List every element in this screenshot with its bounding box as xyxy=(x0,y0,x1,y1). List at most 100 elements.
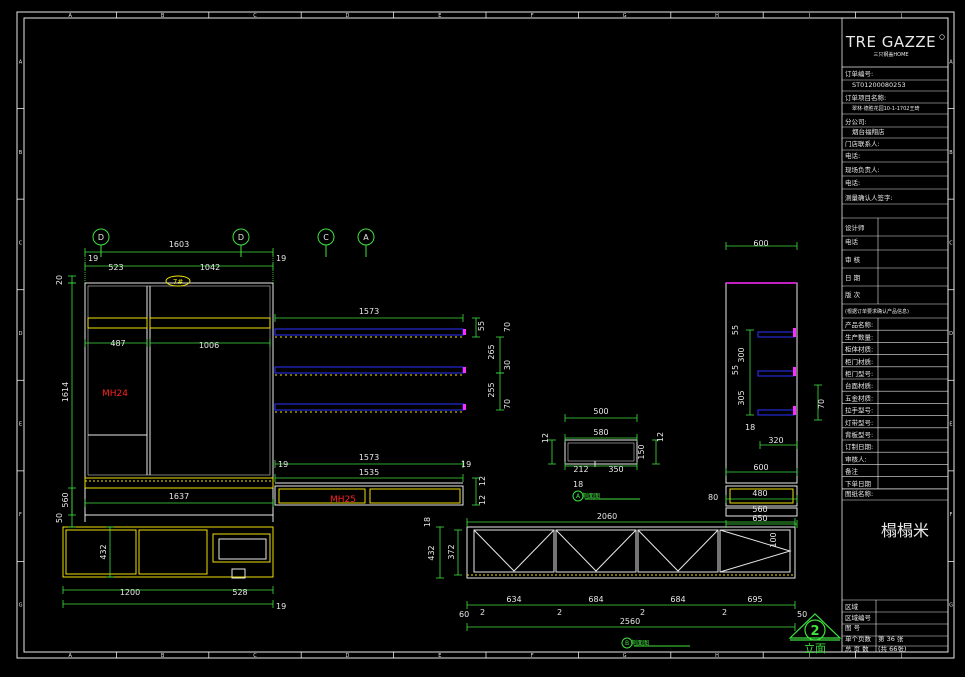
tb-field-label: 备注 xyxy=(845,467,859,476)
tb-field-label: 拉手型号: xyxy=(845,406,873,415)
tb-note-label: (根据订单要求确认产品信息) xyxy=(845,308,909,315)
tb-field-label: 产品名称: xyxy=(845,320,873,329)
tb-field-label: 审核人: xyxy=(845,454,867,463)
tb-project: 翠林·德胜花园10-1-1702王琦 xyxy=(852,105,919,112)
dim-right-55b: 55 xyxy=(731,365,740,375)
frame-letter-bottom: F xyxy=(531,653,534,659)
frame-letter-left: F xyxy=(19,512,22,518)
dim-desk-inner: 1535 xyxy=(359,468,379,477)
frame-letter-left: G xyxy=(19,603,23,609)
title-block xyxy=(841,17,949,653)
frame-letter-right: C xyxy=(949,240,953,246)
tb-phone-label: 电话 xyxy=(845,237,859,246)
tb-store-contact-label: 门店联系人: xyxy=(845,139,880,148)
frame-letter-top: G xyxy=(623,13,627,19)
tb-sheet-label: 单个页数 xyxy=(845,634,872,643)
dim-h50: 50 xyxy=(55,513,64,523)
dim-shelf-30: 30 xyxy=(503,360,512,370)
dim-total-height: 1614 xyxy=(61,382,70,402)
section-a-caption: A 侧面图 xyxy=(572,490,640,502)
frame-letter-left: A xyxy=(19,59,23,65)
tb-area-label: 区域 xyxy=(845,602,859,611)
dim-shelf-70: 70 xyxy=(503,322,512,332)
section-b-caption: B 侧面图 xyxy=(621,637,690,649)
elevation-badge[interactable]: 2 立面 xyxy=(788,613,842,655)
marker-c[interactable]: C xyxy=(317,228,335,257)
frame-letter-bottom: C xyxy=(253,653,257,659)
tb-tel1-label: 电话: xyxy=(845,151,860,160)
dim-shelf-width: 1573 xyxy=(359,307,379,316)
dim-shelf-width-2: 1573 xyxy=(359,453,379,462)
dim-sa-350: 350 xyxy=(608,465,623,474)
frame-letter-left: B xyxy=(19,150,23,156)
title-block-texts: 订单编号: ST01200080253 订单项目名称: 翠林·德胜花园10-1-… xyxy=(845,69,919,315)
dim-lower-total: 1637 xyxy=(169,492,189,501)
dim-bed-width: 1200 xyxy=(120,588,140,597)
section-a-view xyxy=(564,439,638,467)
svg-text:2: 2 xyxy=(810,624,819,639)
dim-sa-580: 580 xyxy=(593,428,608,437)
dim-sa-212: 212 xyxy=(573,465,588,474)
marker-d1[interactable]: D xyxy=(92,228,110,257)
tb-version-label: 版 次 xyxy=(845,290,861,299)
dim-seg-1: 634 xyxy=(506,595,521,604)
dim-seg-3: 684 xyxy=(670,595,685,604)
brand-logo-text: TRE GAZZE xyxy=(845,33,936,51)
tb-designer-label: 设计师 xyxy=(845,223,865,232)
dim-step-width: 528 xyxy=(232,588,247,597)
tb-field-label: 下单日期 xyxy=(845,479,872,488)
svg-text:A 侧面图: A 侧面图 xyxy=(576,492,600,500)
desk-drawer-unit xyxy=(274,482,464,506)
dim-left-width: 523 xyxy=(108,263,123,272)
tb-store: 烟台福翔店 xyxy=(852,127,885,136)
tb-field-label: 灯带型号: xyxy=(845,418,873,427)
tb-field-label: 台面材质: xyxy=(845,381,873,390)
dimension-lines xyxy=(62,242,822,631)
dim-right-80: 80 xyxy=(708,493,718,502)
frame-letter-top: C xyxy=(253,13,257,19)
dim-h560: 560 xyxy=(61,492,70,507)
dim-inner-right: 1006 xyxy=(199,341,219,350)
svg-text:A: A xyxy=(363,233,369,242)
marker-a[interactable]: A xyxy=(357,228,375,257)
dim-gap-2b: 2 xyxy=(557,608,562,617)
dim-h372: 372 xyxy=(447,544,456,559)
frame-letter-left: D xyxy=(19,331,23,337)
vertical-dimension-texts: 1614 20 560 50 432 55 70 265 30 255 70 1… xyxy=(55,275,826,561)
module-label-mh25[interactable]: MH25 xyxy=(330,495,356,505)
frame-letter-bottom: J xyxy=(900,653,902,659)
frame-letter-top: A xyxy=(68,13,72,19)
dim-foot: 19 xyxy=(276,602,286,611)
tb-review-label: 审 核 xyxy=(845,255,861,264)
frame-letter-top: I xyxy=(809,13,810,19)
tb-project-label: 订单项目名称: xyxy=(845,93,886,102)
svg-text:7#: 7# xyxy=(173,278,183,286)
dim-side-600b: 600 xyxy=(753,463,768,472)
svg-text:B 侧面图: B 侧面图 xyxy=(625,639,649,647)
cabinet-feet-base xyxy=(62,526,274,579)
dim-shelf-255: 255 xyxy=(487,382,496,397)
dim-right-70: 70 xyxy=(817,399,826,409)
title-block-rows xyxy=(842,79,948,652)
module-label-mh24[interactable]: MH24 xyxy=(102,389,128,399)
tb-drawing-name-label: 图纸名称: xyxy=(845,489,873,498)
dim-foot-50: 50 xyxy=(797,610,807,619)
frame-letter-right: F xyxy=(950,512,953,518)
drawer-bank-elevation xyxy=(466,526,796,579)
dim-total-top: 1603 xyxy=(169,240,189,249)
dim-drawer-total-2: 2560 xyxy=(620,617,640,626)
drawing-frame xyxy=(16,11,955,659)
dim-gap-2d: 2 xyxy=(722,608,727,617)
dim-right-55a: 55 xyxy=(731,325,740,335)
drawing-name-block: 图纸名称: 榻榻米 区域 区域编号 图 号 单个页数 第 36 张 总 页 数 … xyxy=(845,489,929,653)
dim-seg-2: 684 xyxy=(588,595,603,604)
tb-total-label: 总 页 数 xyxy=(845,644,869,653)
marker-d2[interactable]: D xyxy=(232,228,250,257)
tb-drawing-name: 榻榻米 xyxy=(881,521,929,540)
frame-letter-bottom: A xyxy=(68,653,72,659)
dim-gap-2c: 2 xyxy=(640,608,645,617)
tb-field-label: 背板型号: xyxy=(845,430,873,439)
svg-text:立面: 立面 xyxy=(804,641,826,655)
